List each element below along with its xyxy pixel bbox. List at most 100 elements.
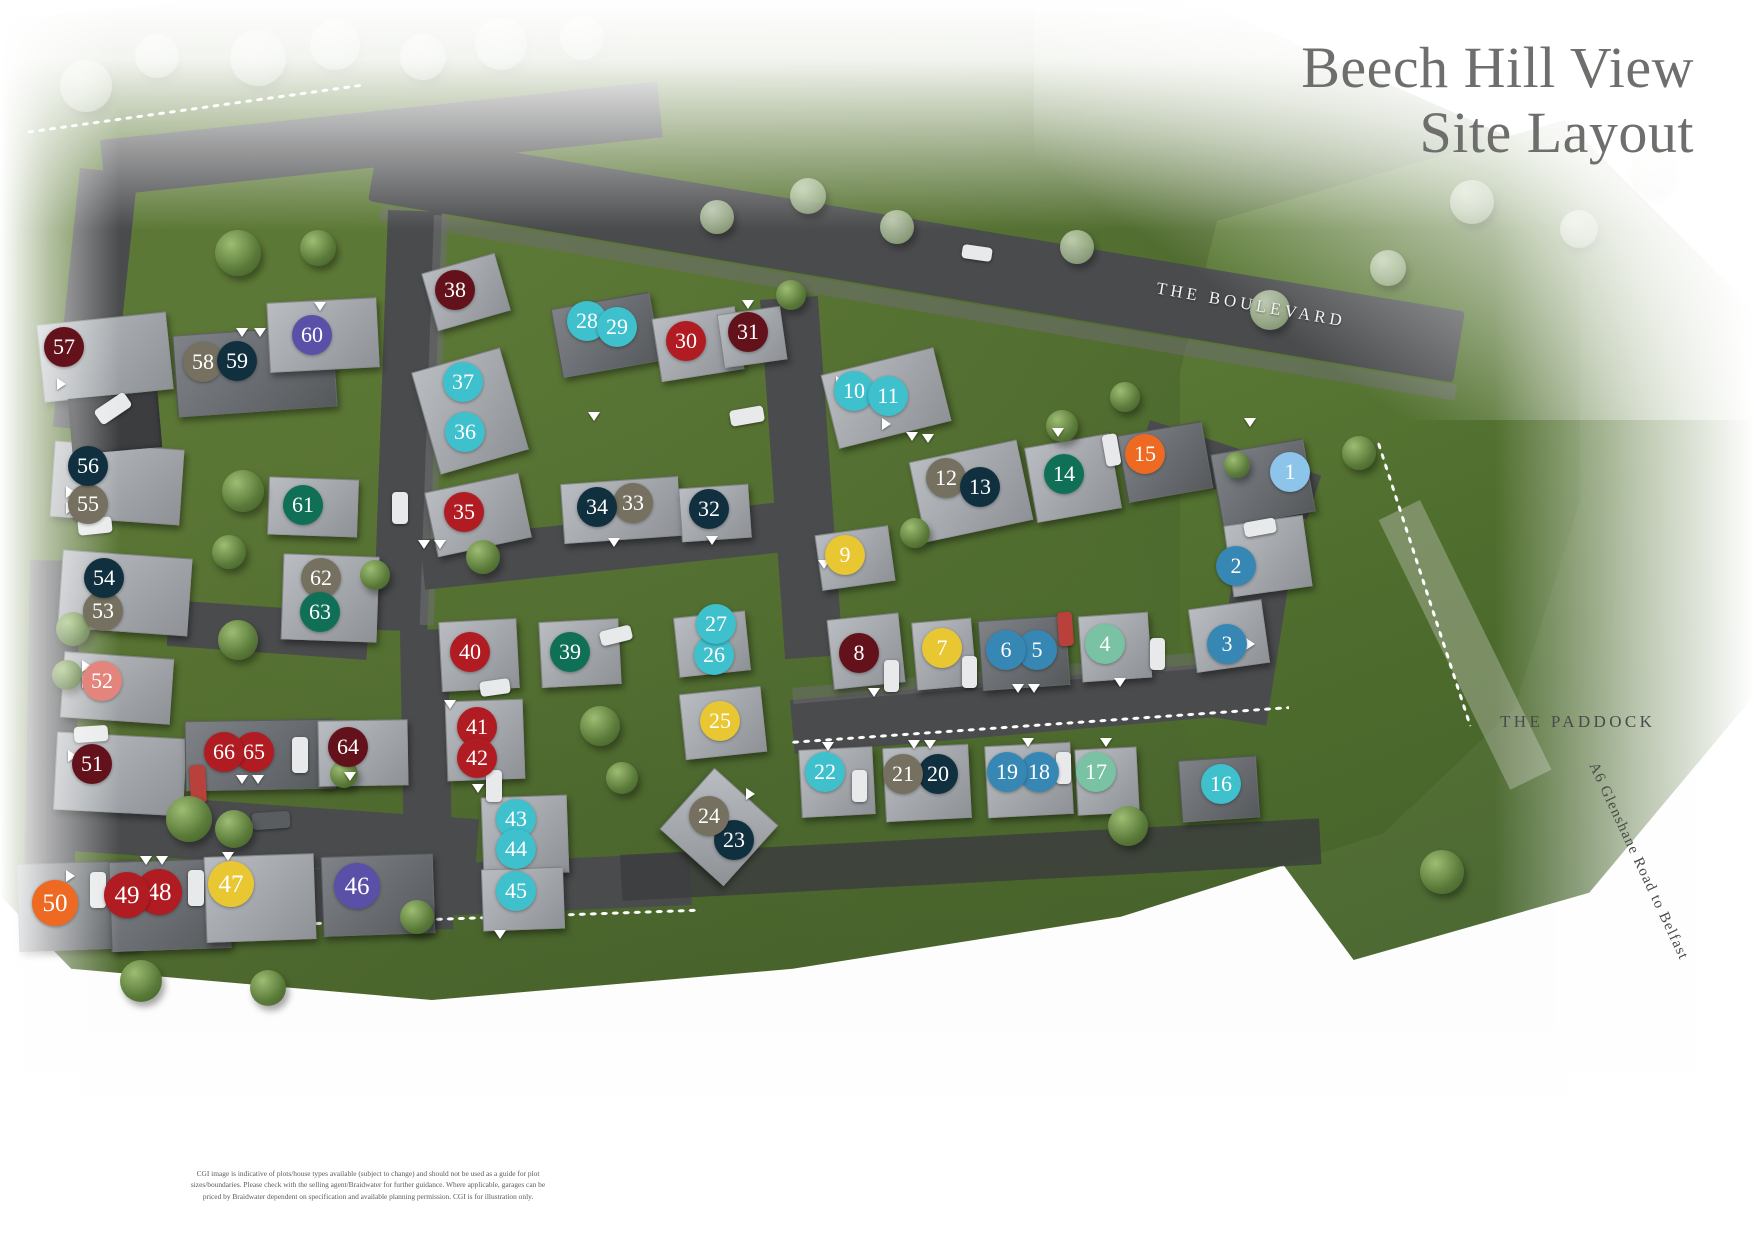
front-door-arrow xyxy=(1022,738,1034,747)
tree xyxy=(300,230,336,266)
tree xyxy=(1108,806,1148,846)
plot-marker-21[interactable]: 21 xyxy=(883,754,923,794)
plot-marker-2[interactable]: 2 xyxy=(1216,546,1256,586)
plot-marker-49[interactable]: 49 xyxy=(104,872,150,918)
plot-marker-30[interactable]: 30 xyxy=(666,321,706,361)
plot-marker-55[interactable]: 55 xyxy=(68,484,108,524)
plot-marker-38[interactable]: 38 xyxy=(435,270,475,310)
plot-marker-13[interactable]: 13 xyxy=(960,467,1000,507)
label-the-paddock: THE PADDOCK xyxy=(1500,712,1656,731)
tree xyxy=(400,900,434,934)
tree xyxy=(215,810,253,848)
plot-marker-31[interactable]: 31 xyxy=(728,312,768,352)
plot-marker-5[interactable]: 5 xyxy=(1017,630,1057,670)
tree xyxy=(776,280,806,310)
plot-marker-17[interactable]: 17 xyxy=(1076,752,1116,792)
plot-marker-47[interactable]: 47 xyxy=(208,861,254,907)
plot-marker-27[interactable]: 27 xyxy=(696,604,736,644)
front-door-arrow xyxy=(236,775,248,784)
front-door-arrow xyxy=(588,412,600,421)
plot-marker-6[interactable]: 6 xyxy=(986,630,1026,670)
plot-marker-63[interactable]: 63 xyxy=(300,592,340,632)
tree xyxy=(580,706,620,746)
front-door-arrow xyxy=(222,852,234,861)
plot-marker-1[interactable]: 1 xyxy=(1270,452,1310,492)
plot-marker-19[interactable]: 19 xyxy=(987,752,1027,792)
plot-marker-57[interactable]: 57 xyxy=(44,327,84,367)
plot-marker-59[interactable]: 59 xyxy=(217,341,257,381)
plot-marker-22[interactable]: 22 xyxy=(805,752,845,792)
plot-marker-7[interactable]: 7 xyxy=(922,628,962,668)
tree xyxy=(212,535,246,569)
plot-marker-36[interactable]: 36 xyxy=(445,412,485,452)
front-door-arrow xyxy=(444,700,456,709)
plot-marker-58[interactable]: 58 xyxy=(183,342,223,382)
plot-marker-42[interactable]: 42 xyxy=(457,738,497,778)
plot-marker-33[interactable]: 33 xyxy=(613,483,653,523)
front-door-arrow xyxy=(746,788,755,800)
plot-marker-29[interactable]: 29 xyxy=(597,307,637,347)
fade-overlay-bottom xyxy=(0,1000,1754,1240)
plot-marker-32[interactable]: 32 xyxy=(689,489,729,529)
plot-marker-8[interactable]: 8 xyxy=(839,633,879,673)
car xyxy=(1056,611,1075,647)
plot-marker-40[interactable]: 40 xyxy=(450,632,490,672)
front-door-arrow xyxy=(252,775,264,784)
plot-marker-20[interactable]: 20 xyxy=(918,754,958,794)
plot-marker-18[interactable]: 18 xyxy=(1019,752,1059,792)
plot-marker-15[interactable]: 15 xyxy=(1125,434,1165,474)
plot-marker-26[interactable]: 26 xyxy=(694,635,734,675)
front-door-arrow xyxy=(924,740,936,749)
plot-marker-45[interactable]: 45 xyxy=(496,871,536,911)
front-door-arrow xyxy=(254,328,266,337)
front-door-arrow xyxy=(906,432,918,441)
tree xyxy=(222,470,264,512)
plot-marker-10[interactable]: 10 xyxy=(834,371,874,411)
tree xyxy=(900,518,930,548)
plot-marker-50[interactable]: 50 xyxy=(32,880,78,926)
plot-marker-39[interactable]: 39 xyxy=(550,632,590,672)
plot-marker-46[interactable]: 46 xyxy=(334,863,380,909)
plot-marker-11[interactable]: 11 xyxy=(868,376,908,416)
plot-marker-62[interactable]: 62 xyxy=(301,558,341,598)
front-door-arrow xyxy=(140,856,152,865)
plot-marker-64[interactable]: 64 xyxy=(328,727,368,767)
plot-marker-14[interactable]: 14 xyxy=(1044,454,1084,494)
car xyxy=(292,737,308,773)
plot-marker-4[interactable]: 4 xyxy=(1085,624,1125,664)
title-line-2: Site Layout xyxy=(1419,99,1694,165)
plot-marker-37[interactable]: 37 xyxy=(443,362,483,402)
plot-marker-34[interactable]: 34 xyxy=(577,487,617,527)
plot-marker-35[interactable]: 35 xyxy=(444,492,484,532)
plot-marker-44[interactable]: 44 xyxy=(496,829,536,869)
plot-marker-56[interactable]: 56 xyxy=(68,446,108,486)
front-door-arrow xyxy=(57,378,66,390)
plot-marker-16[interactable]: 16 xyxy=(1201,764,1241,804)
plot-marker-3[interactable]: 3 xyxy=(1207,624,1247,664)
plot-marker-51[interactable]: 51 xyxy=(72,744,112,784)
front-door-arrow xyxy=(82,660,91,672)
front-door-arrow xyxy=(882,418,891,430)
car xyxy=(1056,752,1071,784)
front-door-arrow xyxy=(236,328,248,337)
plot-marker-52[interactable]: 52 xyxy=(82,661,122,701)
disclaimer-text: CGI image is indicative of plots/house t… xyxy=(190,1169,546,1201)
plot-marker-60[interactable]: 60 xyxy=(292,315,332,355)
plot-marker-25[interactable]: 25 xyxy=(700,701,740,741)
front-door-arrow xyxy=(1028,684,1040,693)
plot-marker-65[interactable]: 65 xyxy=(234,732,274,772)
plot-marker-24[interactable]: 24 xyxy=(689,796,729,836)
plot-marker-61[interactable]: 61 xyxy=(283,485,323,525)
car xyxy=(251,810,291,831)
plot-marker-12[interactable]: 12 xyxy=(926,458,966,498)
plot-marker-54[interactable]: 54 xyxy=(84,558,124,598)
front-door-arrow xyxy=(1100,738,1112,747)
car xyxy=(962,656,977,688)
title-line-1: Beech Hill View xyxy=(1301,35,1694,100)
front-door-arrow xyxy=(434,540,446,549)
plot-marker-66[interactable]: 66 xyxy=(204,732,244,772)
tree xyxy=(1224,452,1250,478)
front-door-arrow xyxy=(1246,638,1255,650)
car xyxy=(884,660,899,692)
plot-marker-9[interactable]: 9 xyxy=(825,535,865,575)
